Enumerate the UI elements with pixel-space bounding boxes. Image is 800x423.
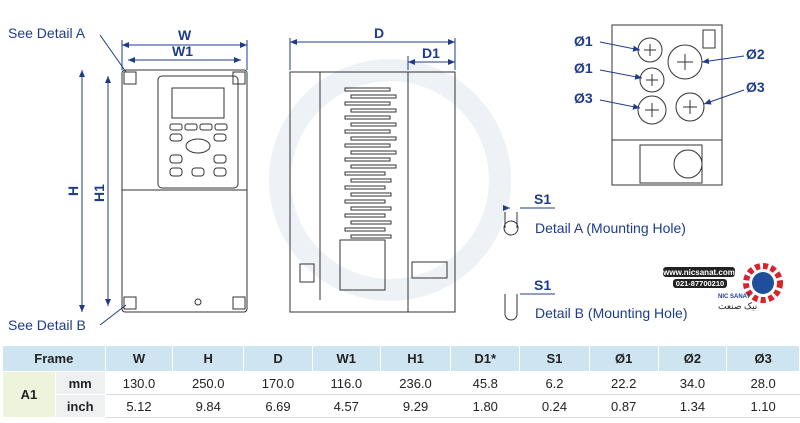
table-header: Ø2: [657, 345, 728, 372]
side-view: [289, 71, 456, 313]
vent-slot: [344, 87, 391, 92]
vent-slot: [350, 136, 397, 141]
dim-d1: D1: [422, 45, 440, 61]
table-header: D1*: [450, 345, 521, 372]
unit-cell: mm: [54, 371, 106, 395]
value-cell: 236.0: [379, 371, 452, 395]
vent-slot: [344, 115, 391, 120]
value-cell: 1.80: [450, 394, 521, 418]
detail-a: S1 Detail A (Mounting Hole): [503, 191, 686, 236]
vent-slot: [350, 94, 397, 99]
value-cell: 4.57: [311, 394, 381, 418]
vent-slot: [344, 129, 391, 134]
dim-diameter2: Ø2: [746, 46, 765, 62]
table-header: S1: [519, 345, 590, 372]
nicsanat-logo: www.nicsanat.com 021-87700210 NIC SANAT …: [662, 263, 783, 311]
dim-d: D: [374, 25, 384, 41]
drawing-canvas: See Detail A See Detail B W W1 H H1 D D1: [8, 24, 783, 333]
dim-h: H: [65, 186, 81, 196]
see-detail-a-label: See Detail A: [8, 25, 86, 41]
vent-slot: [344, 199, 386, 204]
vent-slot: [344, 171, 386, 176]
vent-slot: [344, 157, 391, 162]
vent-slot: [344, 227, 386, 232]
svg-text:S1: S1: [534, 191, 551, 207]
vent-slot: [350, 178, 392, 183]
svg-text:S1: S1: [534, 277, 551, 293]
vent-slot: [344, 213, 386, 218]
value-cell: 1.34: [657, 394, 728, 418]
value-cell: 116.0: [311, 371, 381, 395]
svg-text:NIC SANAT: NIC SANAT: [718, 294, 751, 300]
unit-cell: inch: [54, 394, 106, 418]
value-cell: 170.0: [243, 371, 313, 395]
value-cell: 9.84: [172, 394, 245, 418]
bottom-detail-view: [611, 24, 723, 186]
table-header: D: [243, 345, 313, 372]
vent-slot: [350, 150, 397, 155]
vent-slot: [350, 192, 392, 197]
value-cell: 0.87: [588, 394, 659, 418]
vent-slot: [350, 234, 392, 239]
dim-h1: H1: [91, 184, 107, 202]
dim-w: W: [178, 27, 192, 43]
value-cell: 130.0: [104, 371, 174, 395]
vent-slot: [350, 220, 392, 225]
vent-slot: [350, 122, 397, 127]
detail-b-caption: Detail B (Mounting Hole): [535, 305, 688, 321]
vent-slot: [344, 143, 391, 148]
table-header: W: [104, 345, 174, 372]
value-cell: 0.24: [519, 394, 590, 418]
dim-w1: W1: [172, 43, 193, 59]
value-cell: 6.69: [243, 394, 313, 418]
detail-a-caption: Detail A (Mounting Hole): [535, 220, 686, 236]
value-cell: 34.0: [657, 371, 728, 395]
table-header: Ø1: [588, 345, 659, 372]
value-cell: 250.0: [172, 371, 245, 395]
svg-text:نیک صنعت: نیک صنعت: [718, 301, 757, 311]
see-detail-b-label: See Detail B: [8, 317, 86, 333]
vent-slot: [350, 164, 397, 169]
front-view: [121, 69, 248, 313]
table-header: W1: [311, 345, 381, 372]
vent-slot: [350, 108, 397, 113]
table-header: Frame: [2, 345, 106, 372]
vent-slot: [350, 206, 392, 211]
table-header: Ø3: [726, 345, 800, 372]
value-cell: 9.29: [379, 394, 452, 418]
value-cell: 28.0: [726, 371, 800, 395]
frame-cell: A1: [2, 371, 56, 418]
vent-slot: [344, 101, 391, 106]
table-header: H1: [379, 345, 452, 372]
dim-diameter3: Ø3: [746, 79, 765, 95]
value-cell: 1.10: [726, 394, 800, 418]
dim-diameter1: Ø1: [574, 33, 593, 49]
table-header: H: [172, 345, 245, 372]
watermark-gear: [269, 59, 511, 301]
svg-text:021-87700210: 021-87700210: [676, 279, 724, 288]
detail-b: S1 Detail B (Mounting Hole): [504, 277, 688, 321]
dim-diameter1: Ø1: [574, 60, 593, 76]
svg-text:www.nicsanat.com: www.nicsanat.com: [662, 268, 735, 277]
value-cell: 22.2: [588, 371, 659, 395]
dim-diameter3: Ø3: [574, 90, 593, 106]
vent-slot: [344, 185, 386, 190]
value-cell: 5.12: [104, 394, 174, 418]
value-cell: 45.8: [450, 371, 521, 395]
value-cell: 6.2: [519, 371, 590, 395]
